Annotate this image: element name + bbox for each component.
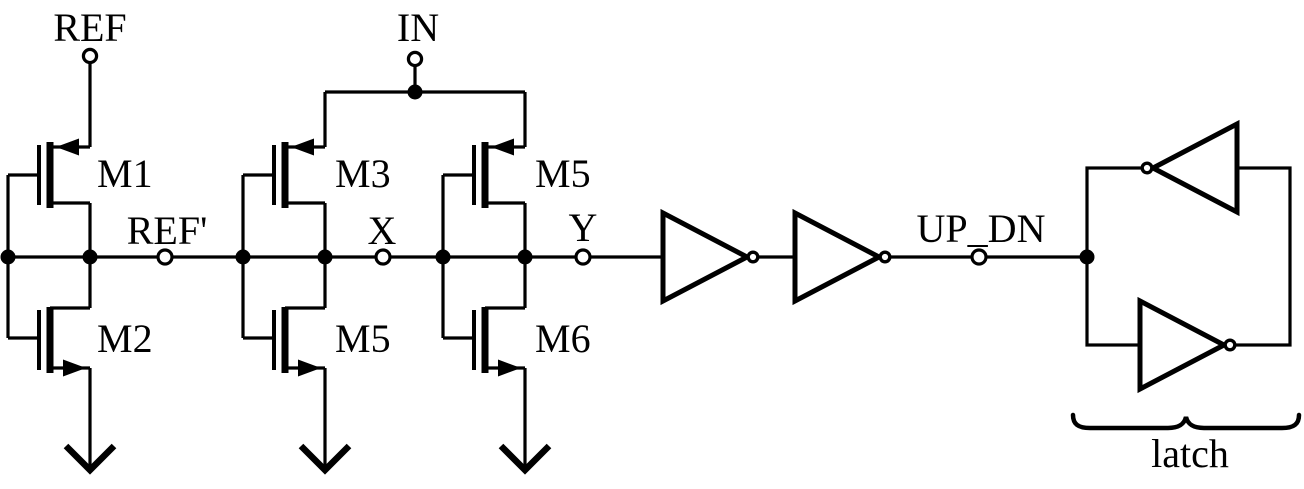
label-up-dn: UP_DN [917, 206, 1046, 251]
transistor-m1-symbol [8, 139, 90, 258]
label-in: IN [397, 5, 439, 50]
label-m1: M1 [97, 151, 153, 196]
junction-dot [435, 249, 451, 265]
latch-top-inverter-symbol [1142, 124, 1237, 212]
latch-bottom-inverter-symbol [1140, 301, 1235, 389]
junction-dot [317, 249, 333, 265]
terminal-circles [81, 47, 988, 266]
label-ref-prime: REF' [127, 208, 208, 253]
labels: REF IN M1 M2 M3 M5 M5 M6 REF' X Y UP_DN … [53, 5, 1229, 476]
transistor-m6-symbol [443, 257, 549, 470]
transistor-m5-col3-symbol [443, 139, 525, 258]
label-ref: REF [53, 5, 126, 50]
junction-dot [82, 249, 98, 265]
junction-dot [1079, 249, 1095, 265]
junction-dot [517, 249, 533, 265]
label-m5-col3: M5 [535, 151, 591, 196]
junction-dot [0, 249, 16, 265]
ref-prime-terminal-circle [156, 248, 174, 266]
inverter-2-symbol [795, 213, 890, 301]
label-m5-col2: M5 [335, 316, 391, 361]
y-terminal-circle [574, 248, 592, 266]
latch-loop-wire [1085, 166, 1292, 347]
junction-dot [235, 249, 251, 265]
label-x: X [368, 208, 397, 253]
label-m2: M2 [97, 316, 153, 361]
transistor-m5-col2-symbol [243, 257, 349, 470]
label-y: Y [569, 205, 598, 250]
junction-dot [407, 84, 423, 100]
label-m3: M3 [335, 151, 391, 196]
in-terminal-circle [406, 50, 424, 68]
up-dn-terminal-circle [970, 248, 988, 266]
transistor-m3-symbol [243, 139, 325, 258]
label-m6: M6 [535, 316, 591, 361]
transistor-m2-symbol [8, 257, 114, 470]
latch-underbrace [1070, 412, 1302, 431]
junction-dots [0, 84, 1095, 265]
wires [6, 64, 1292, 347]
x-terminal-circle [374, 248, 392, 266]
inverter-1-symbol [663, 213, 758, 301]
label-latch: latch [1151, 431, 1229, 476]
ref-terminal-circle [81, 47, 99, 65]
